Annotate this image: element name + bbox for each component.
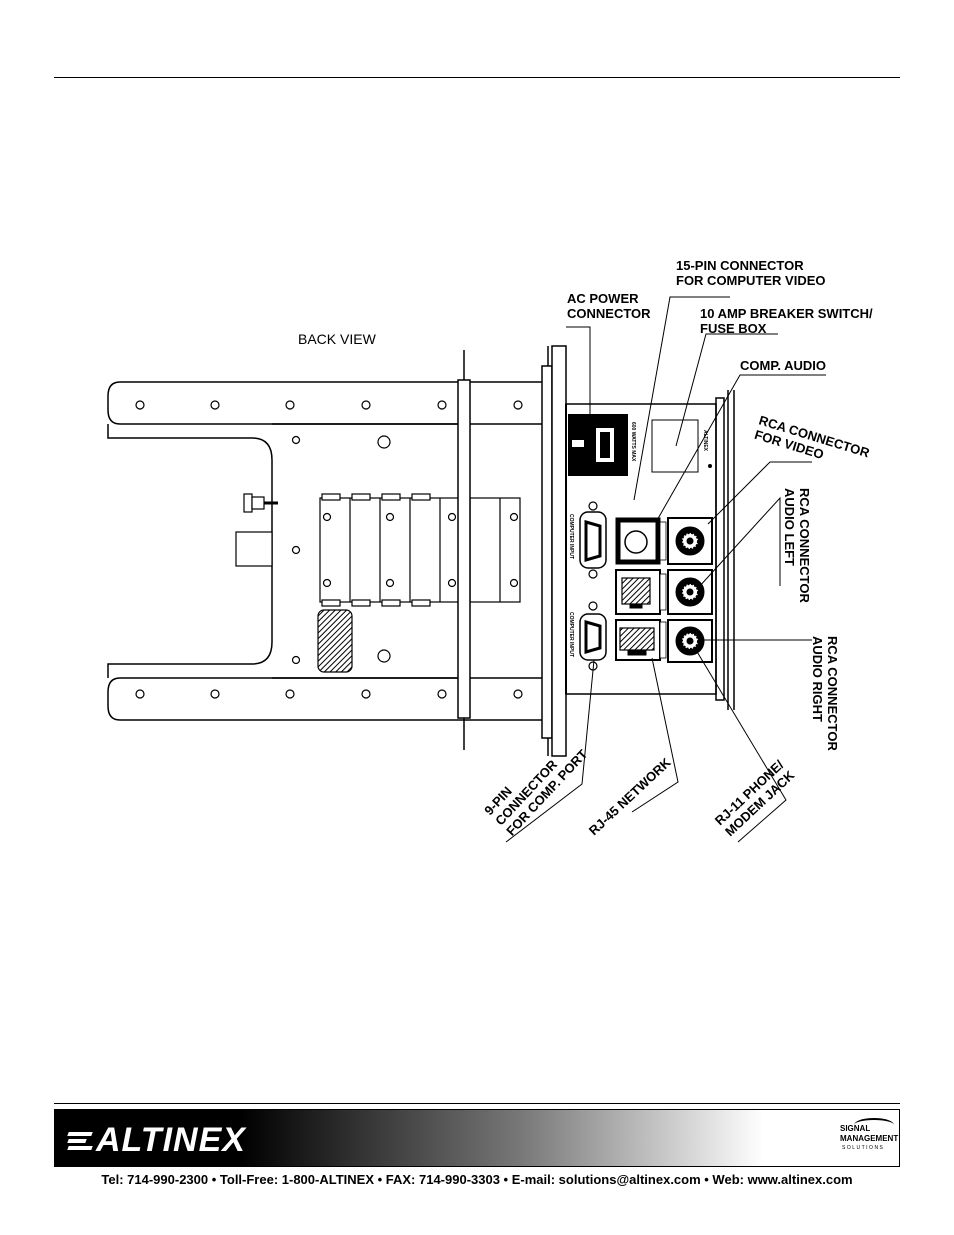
rj45-jack bbox=[619, 627, 655, 651]
label-comp-audio: COMP. AUDIO bbox=[740, 358, 826, 373]
comp-audio-jack bbox=[624, 530, 648, 554]
altinex-logo-mark-icon bbox=[67, 1130, 94, 1152]
computer-input-label-bottom: COMPUTER INPUT bbox=[568, 612, 574, 657]
computer-input-label-top: COMPUTER INPUT bbox=[568, 514, 574, 559]
mounting-frame bbox=[107, 381, 561, 721]
swoosh-icon bbox=[854, 1118, 894, 1132]
panel-brand: ALTINEX bbox=[702, 430, 708, 452]
watts-rating: 600 WATTS MAX bbox=[630, 422, 636, 462]
vga-connector-15-pin bbox=[579, 501, 607, 579]
footer-rule bbox=[54, 1103, 900, 1104]
hatched-pad bbox=[317, 609, 353, 673]
contact-info: Tel: 714-990-2300 • Toll-Free: 1-800-ALT… bbox=[101, 1172, 853, 1187]
altinex-logo-text: ALTINEX bbox=[96, 1121, 246, 1159]
top-rule bbox=[54, 77, 900, 78]
label-rca-right-line1: RCA CONNECTOR bbox=[825, 636, 840, 751]
rail-holes bbox=[135, 400, 523, 699]
label-breaker-line1: 10 AMP BREAKER SWITCH/ bbox=[700, 306, 873, 321]
center-plate bbox=[319, 493, 521, 607]
leader-lines bbox=[505, 296, 826, 843]
label-rca-right-line2: AUDIO RIGHT bbox=[810, 636, 825, 722]
mounting-bolt bbox=[235, 493, 278, 567]
footer-banner bbox=[54, 1109, 900, 1167]
connector-panel bbox=[565, 390, 735, 710]
serial-connector-9-pin bbox=[579, 601, 607, 671]
breaker-fuse-box bbox=[651, 419, 699, 473]
label-rca-left-line1: RCA CONNECTOR bbox=[797, 488, 812, 603]
label-rca-left-line2: AUDIO LEFT bbox=[782, 488, 797, 566]
label-ac-power-line1: AC POWER bbox=[567, 291, 639, 306]
ac-power-connector bbox=[568, 414, 628, 476]
signal-line1: SIGNAL bbox=[840, 1124, 871, 1133]
label-ac-power-line2: CONNECTOR bbox=[567, 306, 651, 321]
signal-management-logo: SIGNAL MANAGEMENT SOLUTIONS bbox=[840, 1118, 902, 1158]
view-title: BACK VIEW bbox=[298, 331, 377, 347]
label-15-pin-line2: FOR COMPUTER VIDEO bbox=[676, 273, 826, 288]
rca-connectors bbox=[667, 517, 713, 663]
rj11-jack bbox=[621, 577, 651, 605]
signal-line2: MANAGEMENT bbox=[840, 1134, 899, 1143]
altinex-logo: ALTINEX bbox=[67, 1121, 246, 1160]
middle-jacks bbox=[615, 517, 667, 661]
label-breaker-line2: FUSE BOX bbox=[700, 321, 767, 336]
panel-dot bbox=[708, 464, 712, 468]
label-rj45: RJ-45 NETWORK bbox=[586, 754, 674, 838]
signal-line3: SOLUTIONS bbox=[842, 1145, 885, 1151]
label-15-pin-line1: 15-PIN CONNECTOR bbox=[676, 258, 804, 273]
